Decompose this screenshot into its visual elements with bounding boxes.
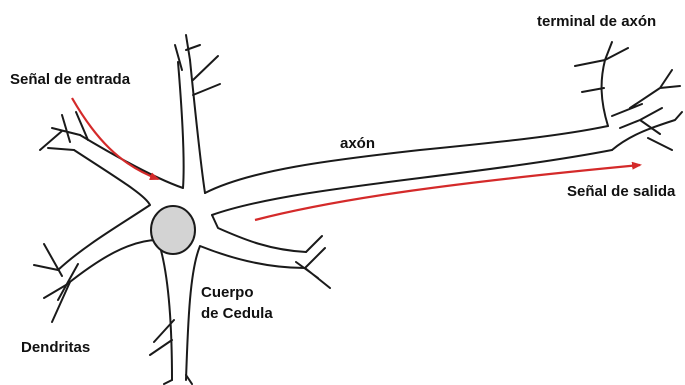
dendrite-top bbox=[175, 35, 220, 95]
dendrite-upper-left bbox=[40, 112, 88, 150]
axon-terminal-branches bbox=[575, 42, 682, 150]
axon-lower-membrane bbox=[212, 150, 612, 215]
cell-body-label: Cuerpo de Cedula bbox=[201, 282, 273, 324]
dendrites-label: Dendritas bbox=[21, 339, 90, 357]
dendrite-right bbox=[296, 236, 330, 288]
dendrite-lower-left bbox=[34, 244, 78, 322]
input-signal-label: Señal de entrada bbox=[10, 71, 130, 89]
neuron-outline bbox=[34, 35, 682, 384]
axon-upper-membrane bbox=[205, 126, 608, 193]
nucleus bbox=[151, 206, 195, 254]
axon-label: axón bbox=[340, 135, 375, 153]
cell-body-label-line1: Cuerpo bbox=[201, 282, 273, 303]
axon-terminal-label: terminal de axón bbox=[537, 13, 656, 31]
output-signal-label: Señal de salida bbox=[567, 183, 675, 201]
cell-body-label-line2: de Cedula bbox=[201, 303, 273, 324]
